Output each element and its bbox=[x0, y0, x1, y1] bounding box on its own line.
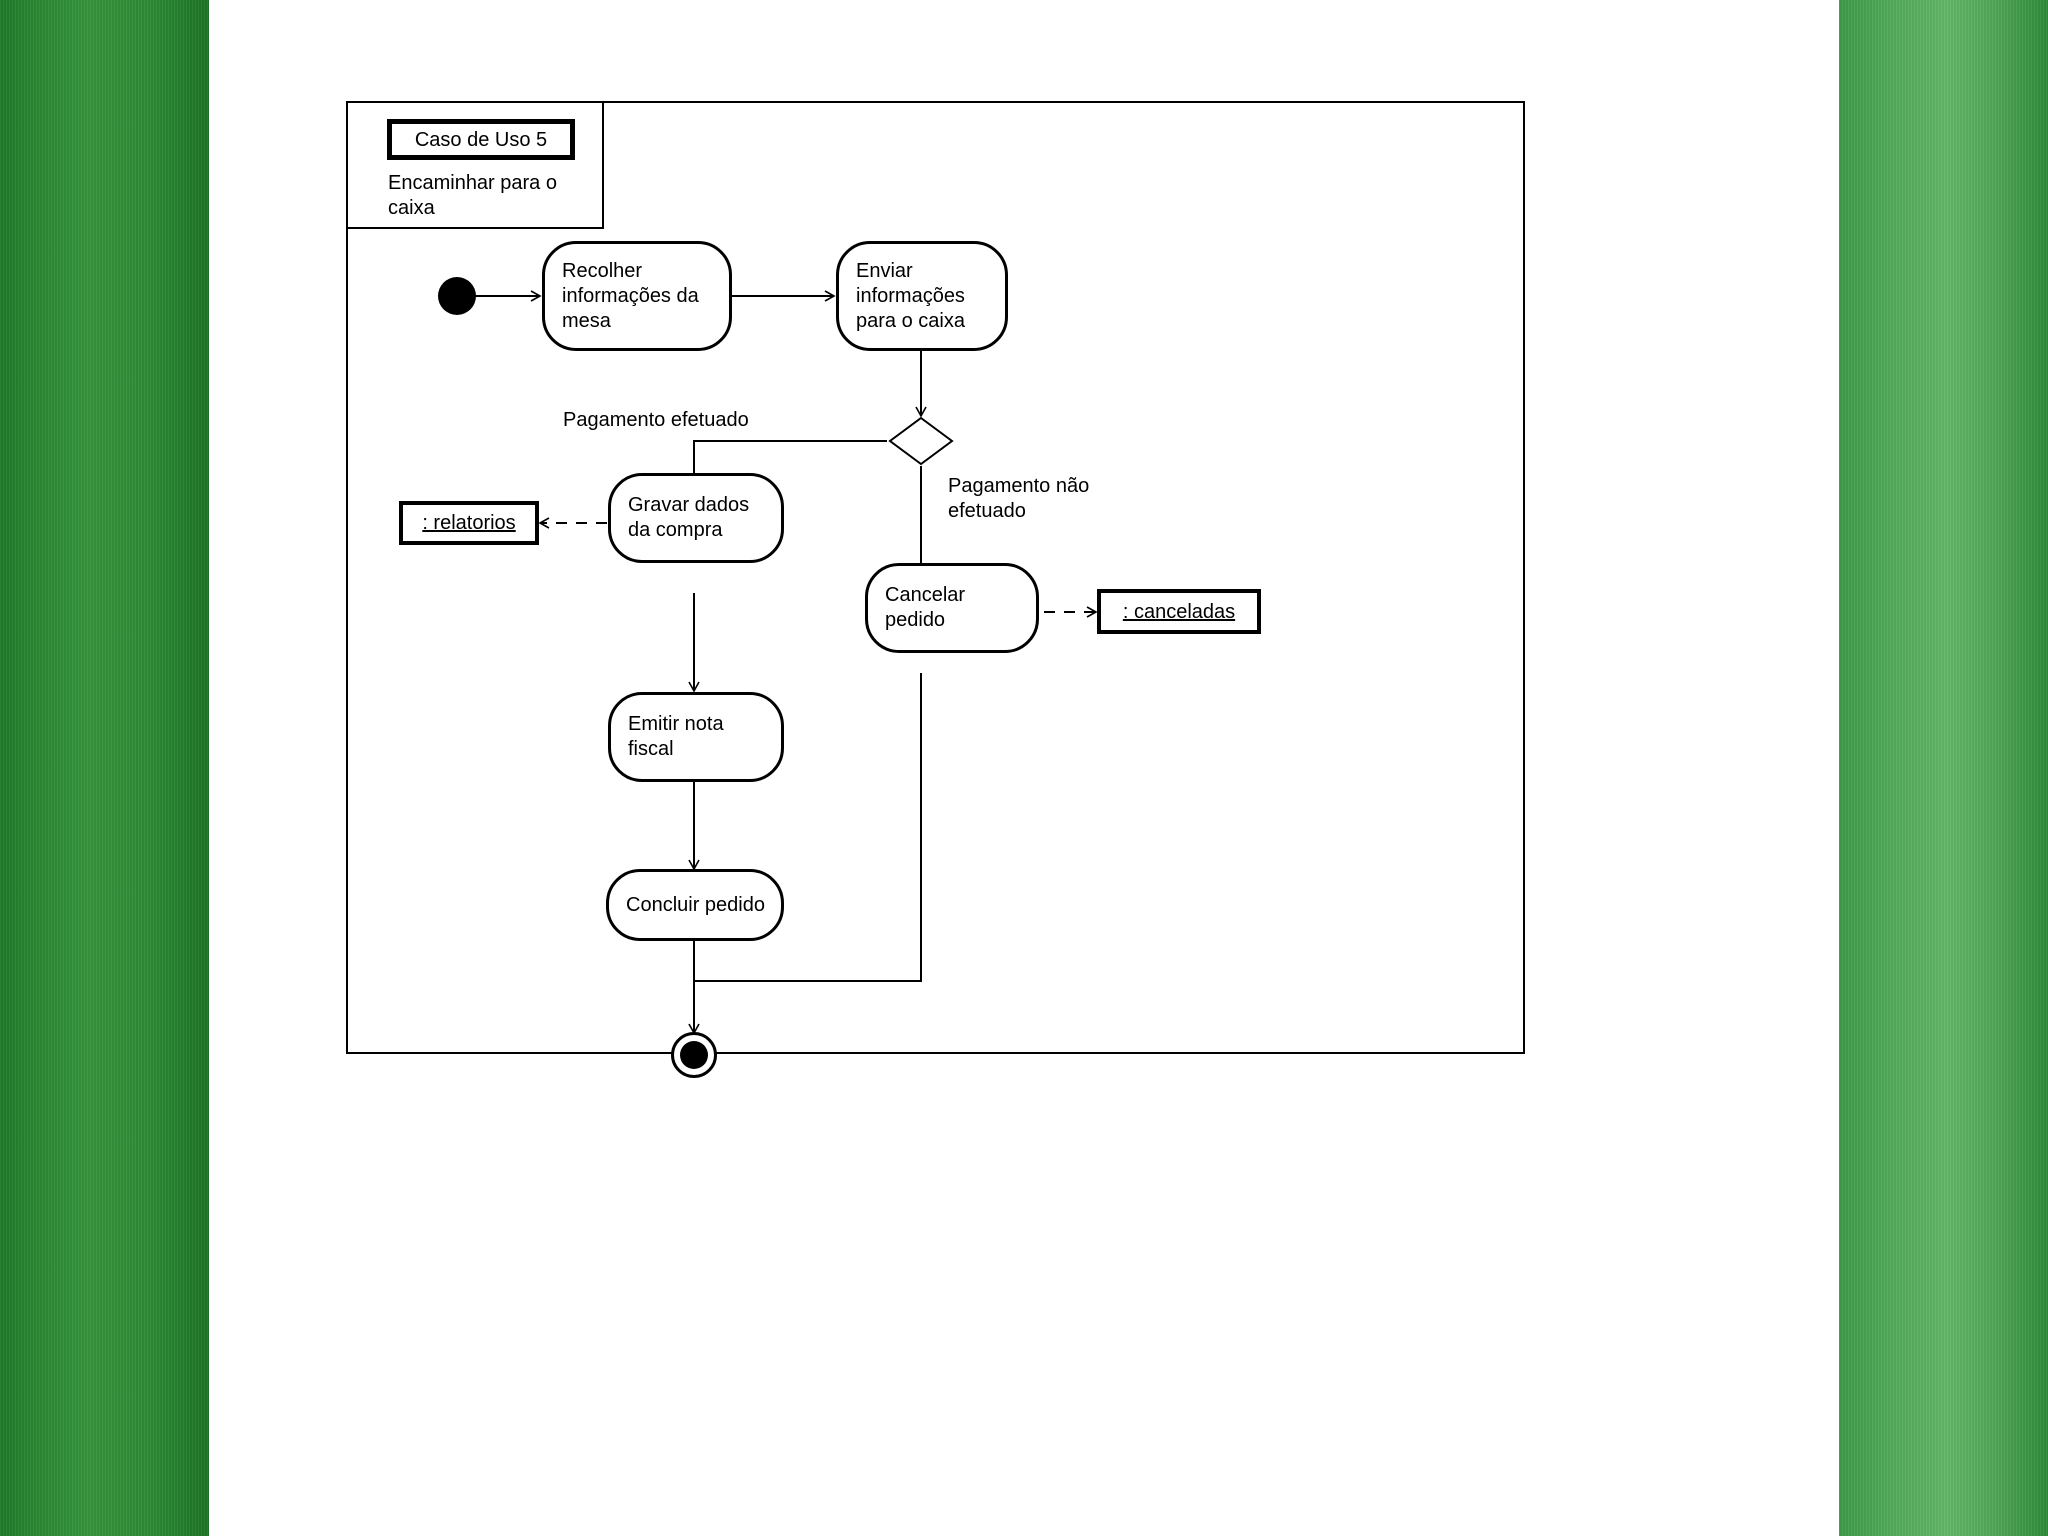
left-band-texture bbox=[0, 0, 209, 1536]
diagram-header-compartment: Caso de Uso 5 Encaminhar para o caixa bbox=[348, 103, 604, 229]
use-case-badge-label: Caso de Uso 5 bbox=[414, 128, 548, 151]
flow-cancelar-to-end bbox=[694, 673, 922, 982]
connector-layer bbox=[474, 290, 1098, 1035]
action-concluir-pedido[interactable]: Concluir pedido bbox=[606, 869, 784, 941]
right-band-texture bbox=[1839, 0, 2048, 1536]
use-case-badge: Caso de Uso 5 bbox=[387, 119, 575, 160]
diagram-subtitle: Encaminhar para o caixa bbox=[388, 172, 557, 219]
decision-node[interactable] bbox=[888, 416, 954, 466]
action-emitir-nota-fiscal[interactable]: Emitir nota fiscal bbox=[608, 692, 784, 782]
action-cancelar-pedido[interactable]: Cancelar pedido bbox=[865, 563, 1039, 653]
object-relatorios[interactable]: : relatorios bbox=[399, 501, 539, 545]
initial-node bbox=[438, 277, 476, 315]
action-enviar-informacoes[interactable]: Enviar informações para o caixa bbox=[836, 241, 1008, 351]
left-green-band bbox=[0, 0, 209, 1536]
slide-content-area: Caso de Uso 5 Encaminhar para o caixa bbox=[209, 0, 1839, 1536]
right-green-band bbox=[1839, 0, 2048, 1536]
action-gravar-dados[interactable]: Gravar dados da compra bbox=[608, 473, 784, 563]
guard-pagamento-nao-efetuado: Pagamento não efetuado bbox=[948, 475, 1090, 522]
final-node bbox=[671, 1032, 717, 1078]
activity-diagram-frame: Caso de Uso 5 Encaminhar para o caixa bbox=[346, 101, 1525, 1078]
action-recolher-informacoes[interactable]: Recolher informações da mesa bbox=[542, 241, 732, 351]
guard-pagamento-efetuado: Pagamento efetuado bbox=[563, 409, 749, 431]
object-canceladas[interactable]: : canceladas bbox=[1097, 589, 1261, 634]
